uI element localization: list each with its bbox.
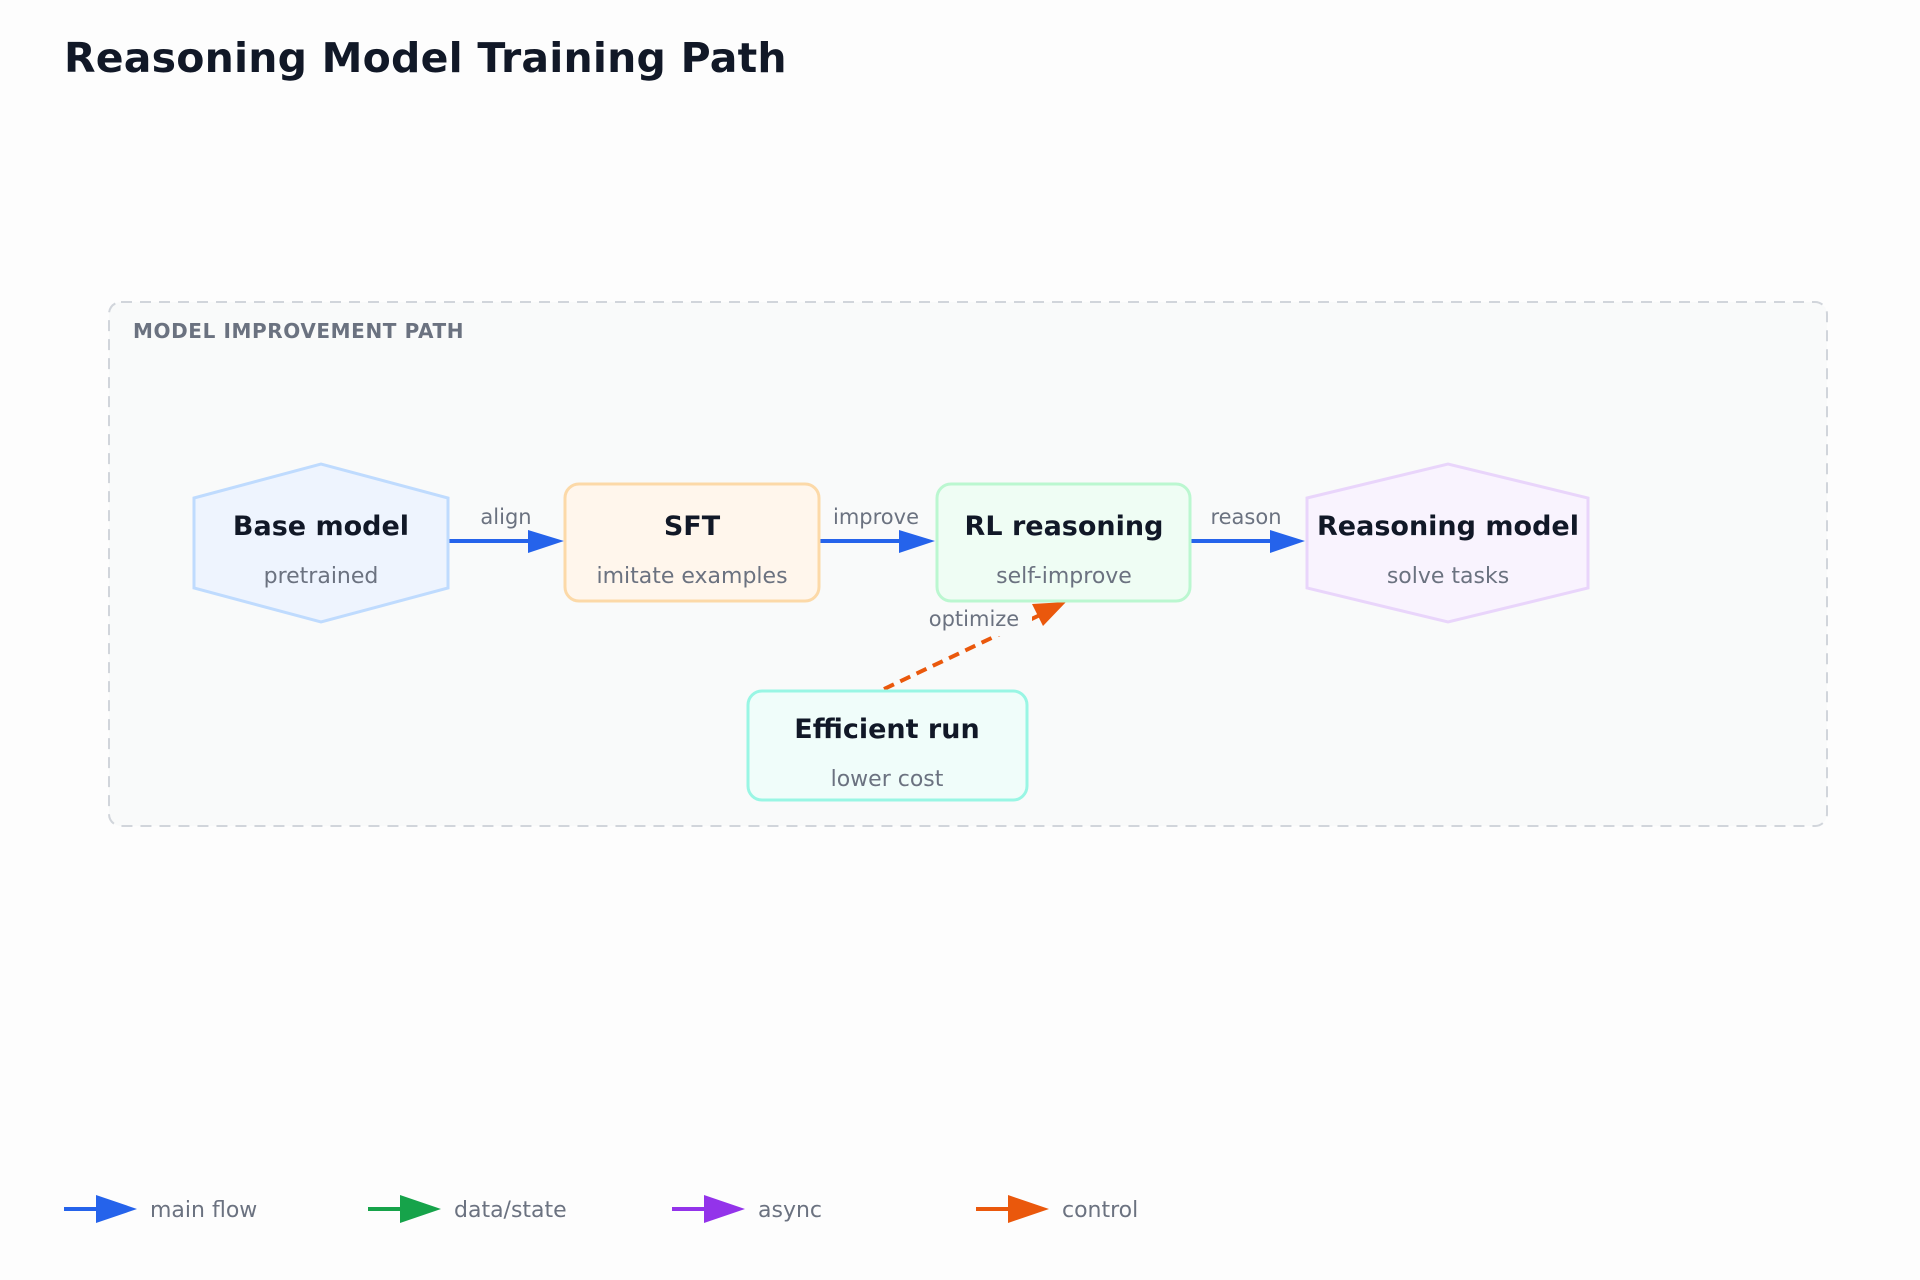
edge-label-align: align xyxy=(480,505,531,529)
node-title: Efficient run xyxy=(794,714,979,745)
legend-arrow xyxy=(400,1195,441,1223)
legend-label: control xyxy=(1062,1198,1138,1223)
node-subtitle: imitate examples xyxy=(596,564,787,589)
node-rl-reasoning: RL reasoning self-improve xyxy=(935,482,1192,603)
legend: main flow data/state async control xyxy=(64,1195,1138,1223)
group-label: MODEL IMPROVEMENT PATH xyxy=(133,319,464,343)
node-efficient-run: Efficient run lower cost xyxy=(746,689,1029,802)
legend-label: main flow xyxy=(150,1198,257,1223)
node-base-model: Base model pretrained xyxy=(192,462,450,624)
arrowhead xyxy=(1032,602,1066,626)
legend-item-control: control xyxy=(976,1195,1138,1223)
edge-align: align xyxy=(449,505,564,553)
edge-improve: improve xyxy=(819,505,935,553)
node-title: RL reasoning xyxy=(965,511,1164,542)
legend-arrow xyxy=(96,1195,137,1223)
edge-label-optimize: optimize xyxy=(929,607,1019,631)
arrowhead xyxy=(528,530,564,553)
node-subtitle: self-improve xyxy=(996,564,1132,589)
node-subtitle: lower cost xyxy=(831,767,944,792)
edge-label-improve: improve xyxy=(833,505,919,529)
node-sft: SFT imitate examples xyxy=(563,482,821,603)
arrowhead xyxy=(899,530,935,553)
edge-label-bg xyxy=(914,600,1032,636)
page-title: Reasoning Model Training Path xyxy=(64,34,787,82)
node-title: Base model xyxy=(233,511,409,542)
arrowhead xyxy=(1270,530,1305,553)
edge-reason: reason xyxy=(1190,505,1305,553)
edge-optimize: optimize xyxy=(883,600,1066,691)
edge-label-reason: reason xyxy=(1210,505,1281,529)
legend-label: data/state xyxy=(454,1198,567,1223)
legend-label: async xyxy=(758,1198,822,1223)
legend-item-async: async xyxy=(672,1195,822,1223)
legend-item-data-state: data/state xyxy=(368,1195,567,1223)
legend-arrow xyxy=(1008,1195,1049,1223)
node-subtitle: solve tasks xyxy=(1387,564,1509,589)
node-title: Reasoning model xyxy=(1317,511,1579,542)
node-reasoning-model: Reasoning model solve tasks xyxy=(1305,462,1590,624)
node-subtitle: pretrained xyxy=(264,564,379,589)
node-title: SFT xyxy=(664,511,721,542)
legend-item-main-flow: main flow xyxy=(64,1195,257,1223)
legend-arrow xyxy=(704,1195,745,1223)
